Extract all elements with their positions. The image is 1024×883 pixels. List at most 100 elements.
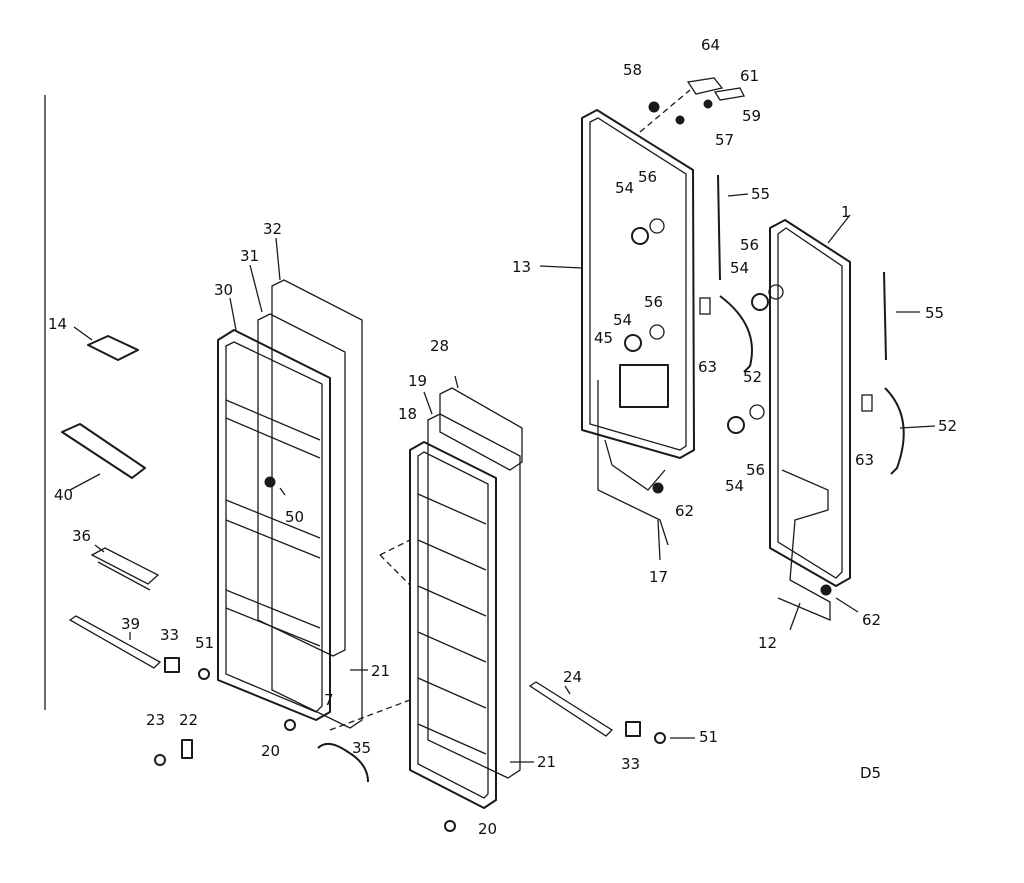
callout-45: 45: [594, 329, 613, 347]
callout-19: 19: [408, 372, 427, 390]
callout-31: 31: [240, 247, 259, 265]
part-45-dispenser-module: [619, 364, 669, 408]
part-18-door-frame: [409, 441, 497, 809]
callout-63: 63: [855, 451, 874, 469]
assembly-line: [329, 699, 411, 731]
part-31-gasket: [257, 313, 346, 657]
part-23-screw: [154, 754, 166, 766]
callout-7: 7: [324, 691, 334, 709]
callout-39: 39: [121, 615, 140, 633]
part-22-latch: [181, 739, 193, 759]
callout-23: 23: [146, 711, 165, 729]
callout-24: 24: [563, 668, 582, 686]
callout-57: 57: [715, 131, 734, 149]
part-40-shelf: [61, 423, 146, 479]
callout-17: 17: [649, 568, 668, 586]
callout-18: 18: [398, 405, 417, 423]
callout-20: 20: [261, 742, 280, 760]
callout-33: 33: [160, 626, 179, 644]
part-39-strip: [68, 615, 162, 669]
callout-62: 62: [675, 502, 694, 520]
callout-55: 55: [751, 185, 770, 203]
callout-54: 54: [615, 179, 634, 197]
callout-14: 14: [48, 315, 67, 333]
callout-56: 56: [644, 293, 663, 311]
callout-28: 28: [430, 337, 449, 355]
part-62-screw: [652, 482, 664, 494]
callout-63: 63: [698, 358, 717, 376]
part-20-screw: [284, 719, 296, 731]
callout-54: 54: [613, 311, 632, 329]
part-51-screw: [198, 668, 210, 680]
part-63-bracket: [699, 297, 711, 315]
part-61-shim: [713, 87, 745, 101]
callout-21: 21: [371, 662, 390, 680]
leader-lines: [69, 193, 936, 763]
part-56-washer: [649, 218, 665, 234]
part-55-strip: [717, 174, 721, 281]
callout-35: 35: [352, 739, 371, 757]
callout-56: 56: [638, 168, 657, 186]
assembly-line: [379, 554, 411, 586]
part-64-hinge: [686, 77, 724, 95]
part-17-wire: [597, 380, 669, 546]
callout-51: 51: [699, 728, 718, 746]
part-36-bin-edge: [97, 561, 151, 591]
part-50-screw: [264, 476, 276, 488]
part-13-inner-door-panel: [581, 109, 695, 459]
callout-54: 54: [730, 259, 749, 277]
callout-36: 36: [72, 527, 91, 545]
callout-21: 21: [537, 753, 556, 771]
part-14-tray: [87, 335, 139, 361]
part-51-screw: [654, 732, 666, 744]
part-24-strip: [528, 681, 614, 737]
callout-64: 64: [701, 36, 720, 54]
part-17-harness: [604, 439, 666, 491]
callout-30: 30: [214, 281, 233, 299]
callout-54: 54: [725, 477, 744, 495]
callout-32: 32: [263, 220, 282, 238]
part-1-outer-door: [769, 219, 851, 587]
part-56-washer: [749, 404, 765, 420]
part-33-bracket: [164, 657, 180, 673]
callout-56: 56: [746, 461, 765, 479]
part-54-bushing: [727, 416, 745, 434]
part-20-screw: [444, 820, 456, 832]
diagram-code: D5: [860, 764, 881, 782]
callout-52: 52: [938, 417, 957, 435]
callout-50: 50: [285, 508, 304, 526]
callout-1: 1: [841, 203, 851, 221]
callout-55: 55: [925, 304, 944, 322]
part-54-bushing: [624, 334, 642, 352]
callout-56: 56: [740, 236, 759, 254]
part-52-hinge-arm: [884, 387, 905, 475]
part-54-bushing: [751, 293, 769, 311]
callout-51: 51: [195, 634, 214, 652]
part-30-door-frame: [217, 329, 331, 721]
assembly-line: [639, 89, 691, 133]
part-54-bushing: [631, 227, 649, 245]
part-32-gasket: [271, 279, 363, 729]
callout-58: 58: [623, 61, 642, 79]
callout-52: 52: [743, 368, 762, 386]
part-35-spring: [317, 742, 369, 783]
part-36-bin: [90, 547, 160, 585]
callout-13: 13: [512, 258, 531, 276]
callout-22: 22: [179, 711, 198, 729]
callout-61: 61: [740, 67, 759, 85]
callout-62: 62: [862, 611, 881, 629]
part-59-screw: [703, 99, 713, 109]
callout-20: 20: [478, 820, 497, 838]
callout-40: 40: [54, 486, 73, 504]
part-55-strip: [883, 271, 887, 361]
callout-33: 33: [621, 755, 640, 773]
part-57-screw: [675, 115, 685, 125]
callout-59: 59: [742, 107, 761, 125]
assembly-line: [379, 539, 411, 556]
part-58-screw: [648, 101, 660, 113]
callout-12: 12: [758, 634, 777, 652]
part-28-gasket: [439, 387, 523, 471]
part-33-bracket: [625, 721, 641, 737]
part-63-bracket: [861, 394, 873, 412]
